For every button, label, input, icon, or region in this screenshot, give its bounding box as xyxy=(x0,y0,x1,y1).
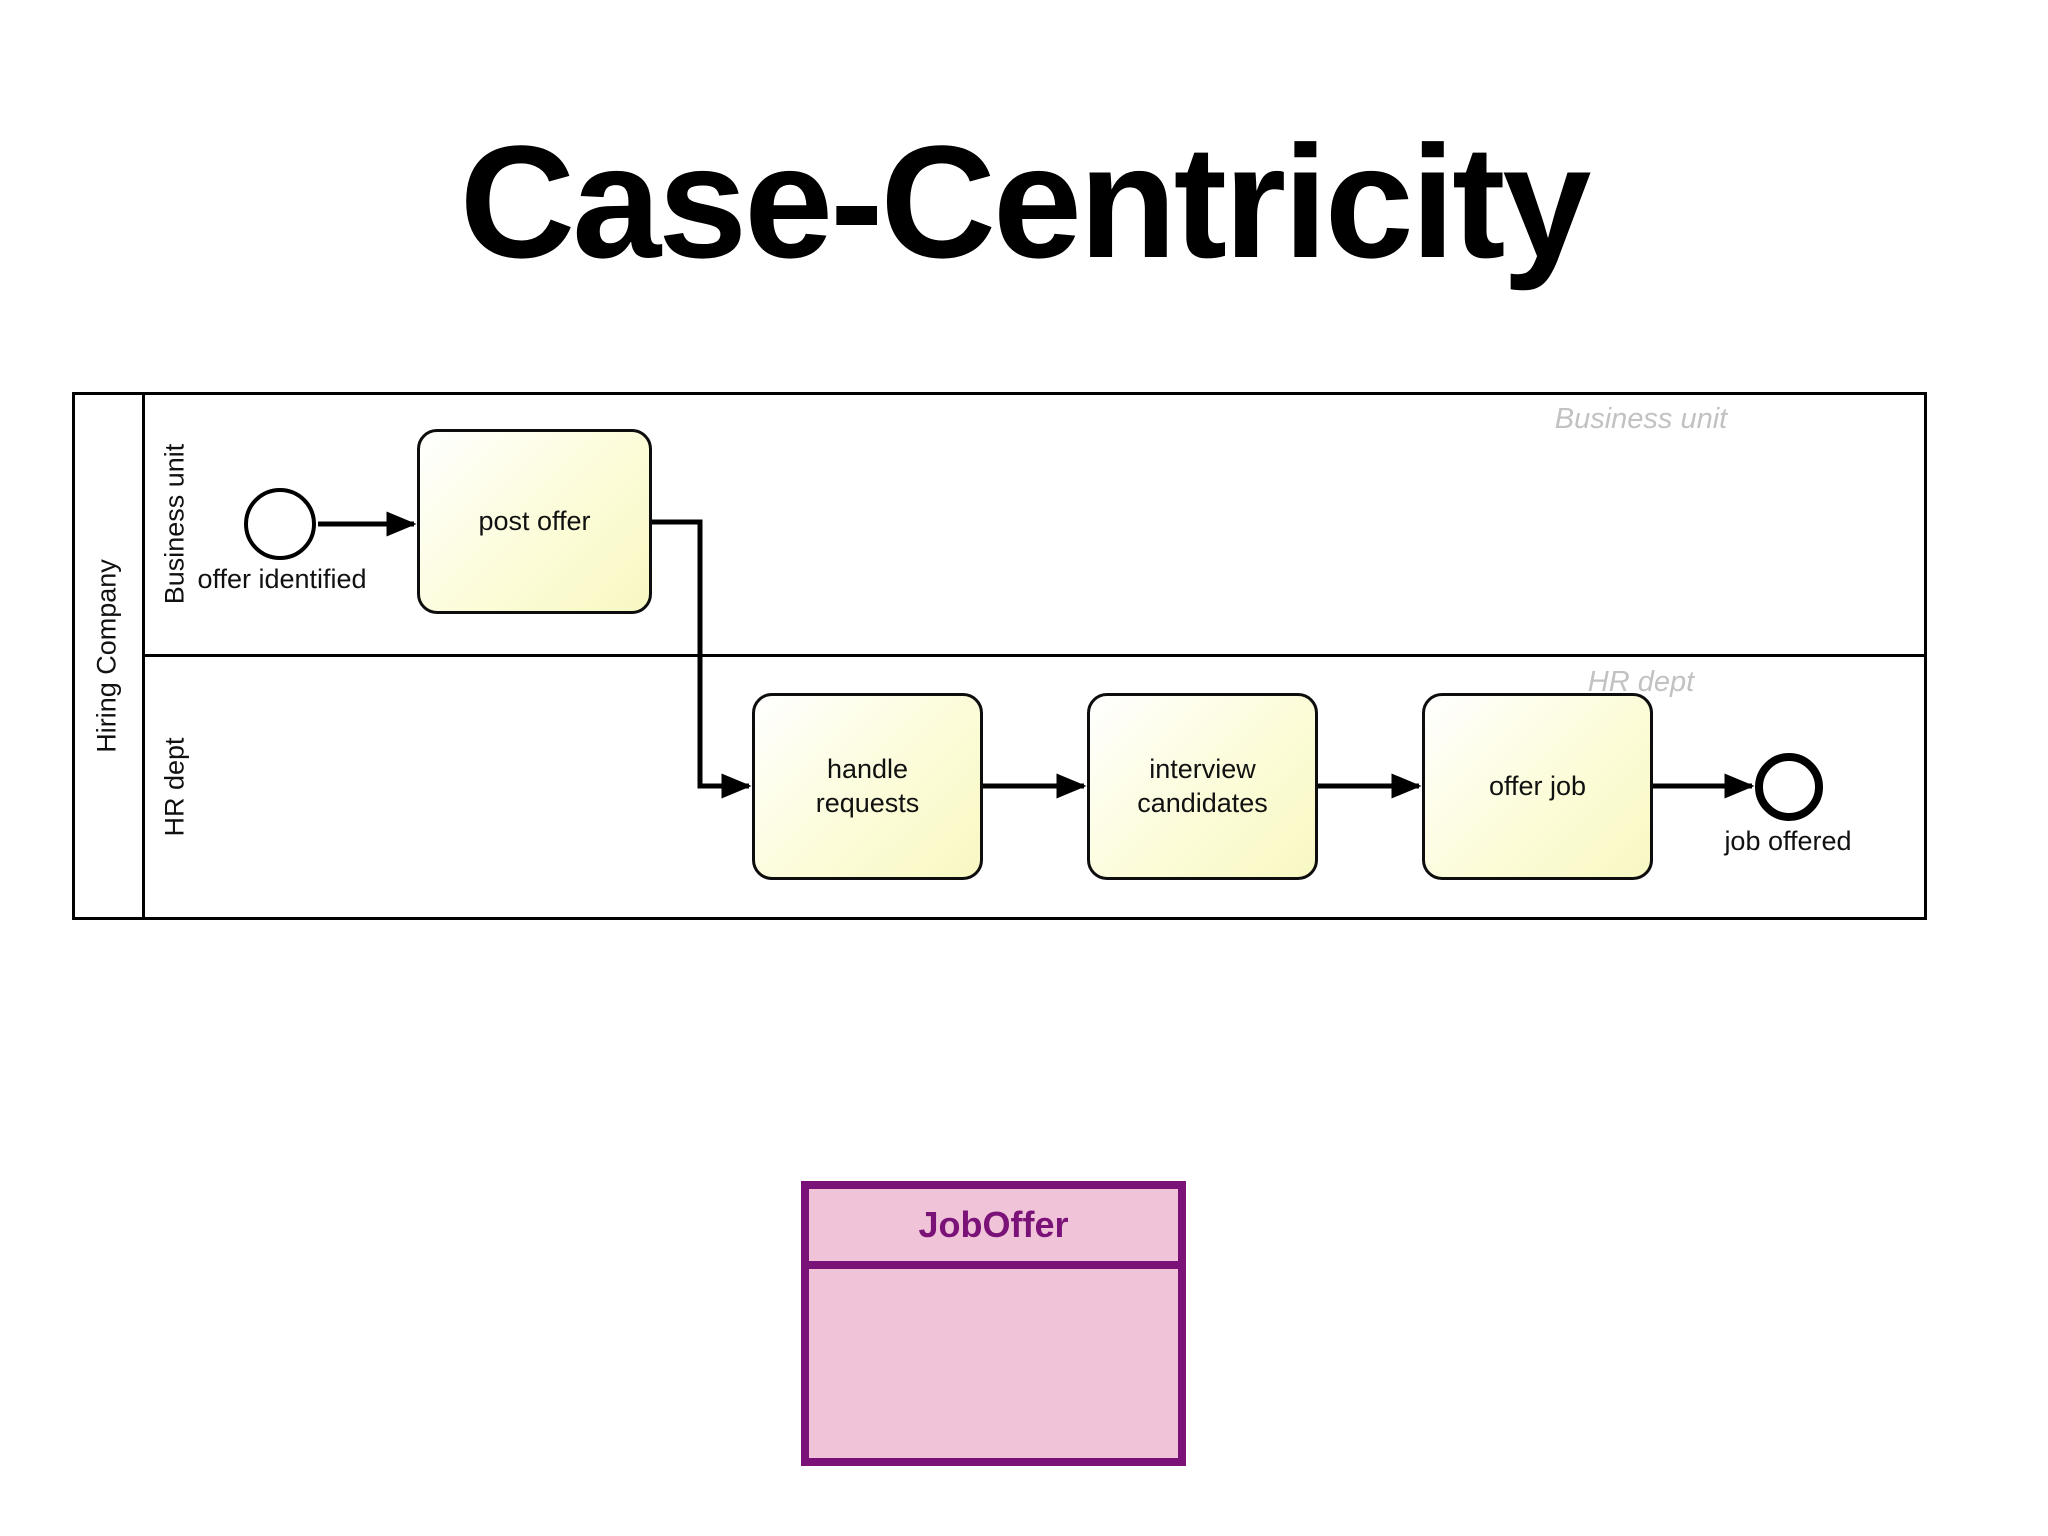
uml-class-joboffer: JobOffer xyxy=(801,1181,1186,1466)
lane-divider xyxy=(142,654,1924,657)
bpmn-pool-hiring-company: Hiring Company Business unit HR dept Bus… xyxy=(72,392,1927,920)
pool-name-label: Hiring Company xyxy=(91,559,122,753)
uml-class-attributes-section xyxy=(809,1269,1178,1450)
task-label: offer job xyxy=(1488,770,1587,801)
task-handle-requests: handle requests xyxy=(752,693,983,880)
lane-watermark-business-unit: Business unit xyxy=(1554,403,1728,435)
task-label: interview candidates xyxy=(1137,753,1268,818)
end-event-circle xyxy=(1755,753,1823,821)
task-label: post offer xyxy=(478,505,591,536)
task-interview-candidates: interview candidates xyxy=(1087,693,1318,880)
start-event-circle xyxy=(244,488,316,560)
uml-class-name: JobOffer xyxy=(809,1189,1178,1269)
lane-watermark-hr-dept: HR dept xyxy=(1587,666,1695,698)
task-post-offer: post offer xyxy=(417,429,652,614)
start-event-label: offer identified xyxy=(197,564,367,594)
slide-title: Case-Centricity xyxy=(459,112,1592,291)
end-event-label: job offered xyxy=(1724,826,1852,856)
task-label: handle requests xyxy=(815,753,920,818)
lane-label-hr-dept: HR dept xyxy=(159,737,190,837)
task-offer-job: offer job xyxy=(1422,693,1653,880)
